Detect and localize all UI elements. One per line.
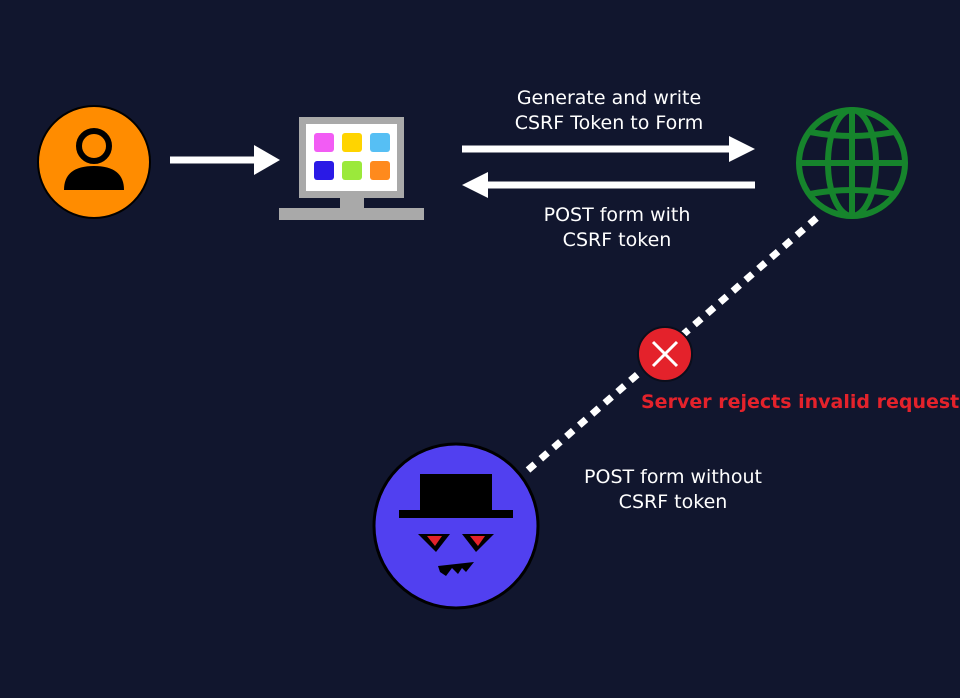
- user-icon: [37, 105, 151, 219]
- app-tile: [370, 133, 390, 152]
- arrow-browser-to-server: [462, 136, 755, 162]
- app-tile: [314, 161, 334, 180]
- app-tile: [314, 133, 334, 152]
- user-body: [64, 166, 124, 190]
- label-post-without-line1: POST form without: [584, 466, 762, 488]
- label-generate-token: Generate and write CSRF Token to Form: [515, 86, 704, 136]
- label-post-with-line1: POST form with: [543, 204, 691, 226]
- x-circle-icon: [637, 326, 693, 382]
- label-post-with-line2: CSRF token: [562, 229, 672, 251]
- hacker-icon: [372, 442, 540, 610]
- label-reject-text: Server rejects invalid request: [641, 391, 960, 413]
- monitor-icon: [279, 117, 424, 220]
- label-generate-line1: Generate and write: [516, 87, 702, 109]
- user-head: [76, 128, 112, 164]
- label-generate-line2: CSRF Token to Form: [514, 112, 704, 134]
- app-tile: [342, 133, 362, 152]
- globe-icon: [796, 107, 908, 219]
- monitor-base: [279, 208, 424, 220]
- app-tile: [342, 161, 362, 180]
- app-tile: [370, 161, 390, 180]
- app-tiles: [314, 133, 390, 180]
- label-post-with-token: POST form with CSRF token: [544, 203, 691, 253]
- label-post-without-line2: CSRF token: [618, 491, 728, 513]
- label-server-rejects: Server rejects invalid request: [641, 390, 959, 415]
- arrow-user-to-browser: [170, 145, 280, 175]
- arrow-server-to-browser: [462, 172, 755, 198]
- monitor-stand: [340, 198, 364, 208]
- label-post-without-token: POST form without CSRF token: [584, 465, 762, 515]
